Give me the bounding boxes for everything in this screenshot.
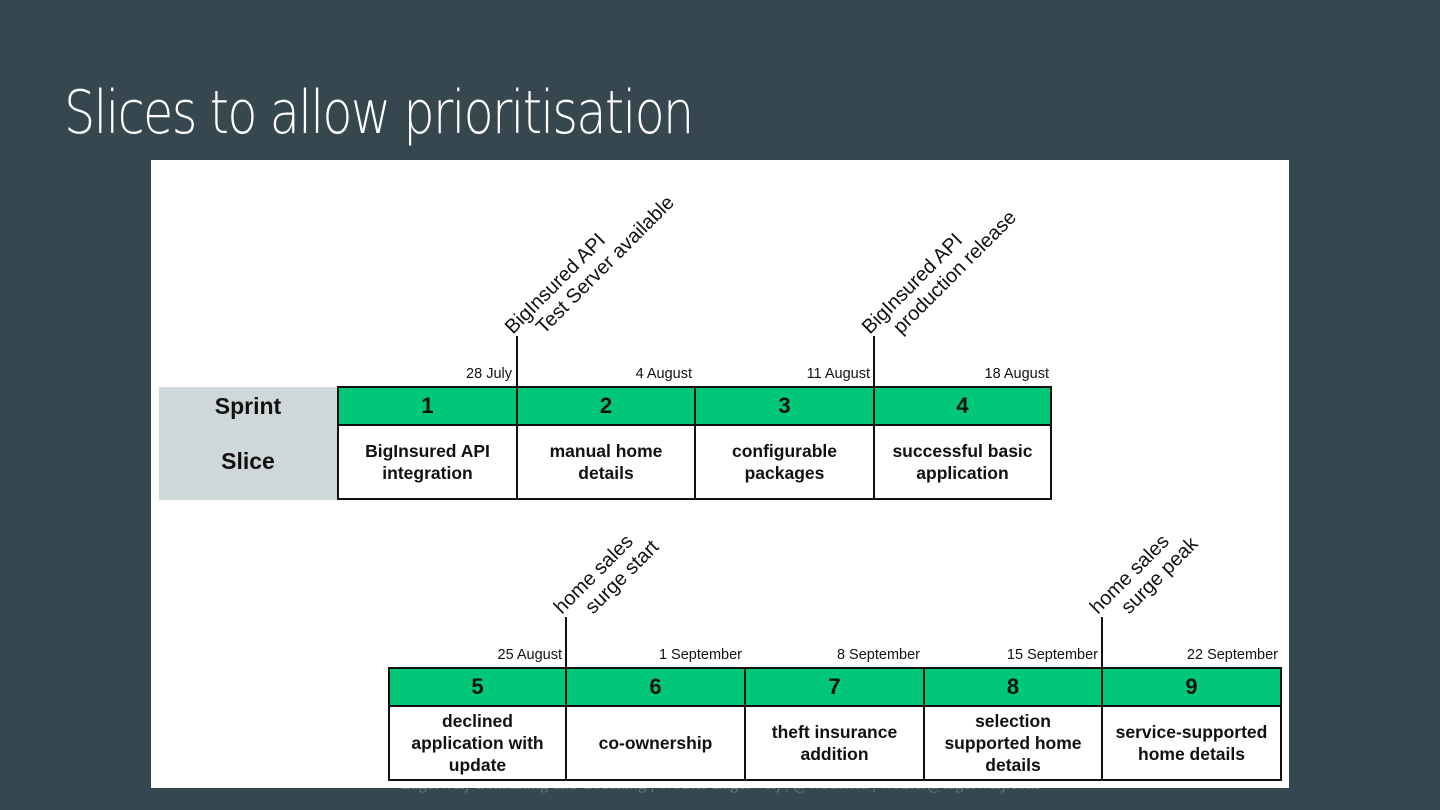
- sprint-date: 1 September: [658, 647, 742, 663]
- milestone-annotation-surge-start: home sales surge start: [550, 521, 663, 634]
- sprint-date: 22 September: [1186, 647, 1278, 663]
- sprint-cell: 5: [388, 667, 567, 707]
- page-title: Slices to allow prioritisation: [64, 78, 694, 148]
- sprint-cell: 3: [694, 386, 875, 426]
- milestone-line-text: production release: [889, 206, 1021, 339]
- sprint-date: 28 July: [466, 366, 512, 382]
- slice-cell: BigInsured API integration: [337, 424, 518, 500]
- sprint-cell: 8: [923, 667, 1103, 707]
- sprint-cell: 7: [744, 667, 925, 707]
- sprint-date: 4 August: [635, 366, 692, 382]
- sprint-date: 11 August: [806, 366, 870, 382]
- slice-cell: declined application with update: [388, 705, 567, 781]
- slice-cell: theft insurance addition: [744, 705, 925, 781]
- milestone-annotation-api-prod: BigInsured API production release: [858, 191, 1021, 354]
- sprint-cell: 2: [516, 386, 696, 426]
- slice-cell: service-supported home details: [1101, 705, 1282, 781]
- slice-cell: manual home details: [516, 424, 696, 500]
- slice-cell: co-ownership: [565, 705, 746, 781]
- milestone-line-text: Test Server available: [532, 191, 679, 339]
- milestone-line-text: BigInsured API: [857, 229, 968, 339]
- sprint-date: 15 September: [1006, 647, 1098, 663]
- milestone-line-surge-start: [565, 617, 567, 669]
- sprint-cell: 9: [1101, 667, 1282, 707]
- milestone-annotation-api-test: BigInsured API Test Server available: [501, 176, 679, 354]
- milestone-line-surge-peak: [1101, 617, 1103, 669]
- sprint-date: 25 August: [497, 647, 563, 663]
- timeline-diagram: Sprint Slice BigInsured API Test Server …: [151, 160, 1289, 788]
- milestone-annotation-surge-peak: home sales surge peak: [1086, 517, 1203, 634]
- sprint-date: 8 September: [836, 647, 920, 663]
- row-labels: Sprint Slice: [159, 387, 337, 500]
- milestone-line-text: BigInsured API: [500, 229, 611, 339]
- milestone-line-api-test: [516, 336, 518, 388]
- slice-cell: configurable packages: [694, 424, 875, 500]
- milestone-line-api-prod: [873, 336, 875, 388]
- sprint-cell: 4: [873, 386, 1052, 426]
- slice-cell: selection supported home details: [923, 705, 1103, 781]
- sprint-cell: 6: [565, 667, 746, 707]
- slice-cell: successful basic application: [873, 424, 1052, 500]
- slice-label: Slice: [221, 448, 275, 474]
- sprint-label: Sprint: [214, 393, 282, 419]
- sprint-date: 18 August: [984, 366, 1050, 382]
- sprint-cell: 1: [337, 386, 518, 426]
